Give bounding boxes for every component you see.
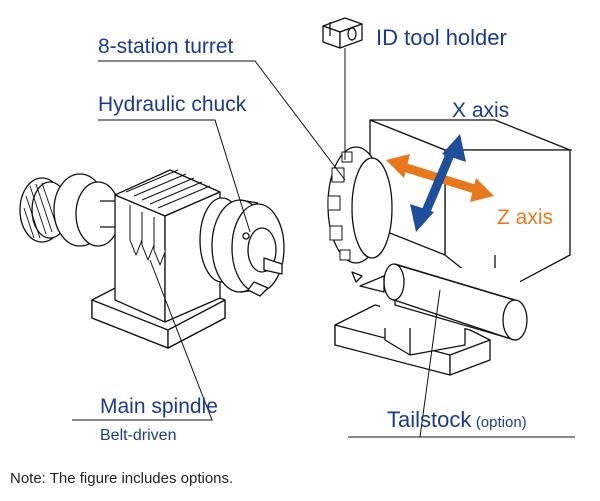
turret-label: 8-station turret [98, 35, 234, 58]
x-axis-label: X axis [452, 99, 510, 122]
z-axis-label: Z axis [497, 206, 554, 229]
chuck-leader [98, 119, 251, 233]
belt-driven-label: Belt-driven [100, 427, 177, 444]
tailstock-option-label: (option) [475, 414, 527, 431]
id-tool-holder-drawing [322, 17, 363, 49]
axis-arrows [386, 134, 494, 232]
leader-lines [72, 48, 575, 438]
chuck-label: Hydraulic chuck [98, 93, 247, 116]
figure-note: Note: The figure includes options. [10, 470, 234, 487]
tailstock-pointer [419, 289, 441, 438]
tailstock-drawing [334, 263, 528, 376]
main-spindle-label: Main spindle [100, 395, 218, 418]
main-spindle-drawing [19, 169, 285, 349]
id-holder-label: ID tool holder [376, 25, 507, 50]
turret-leader [98, 60, 346, 181]
tailstock-label: Tailstock [387, 407, 472, 432]
x-axis-arrow [410, 134, 466, 232]
tailstock-label-group: Tailstock (option) [387, 409, 527, 431]
